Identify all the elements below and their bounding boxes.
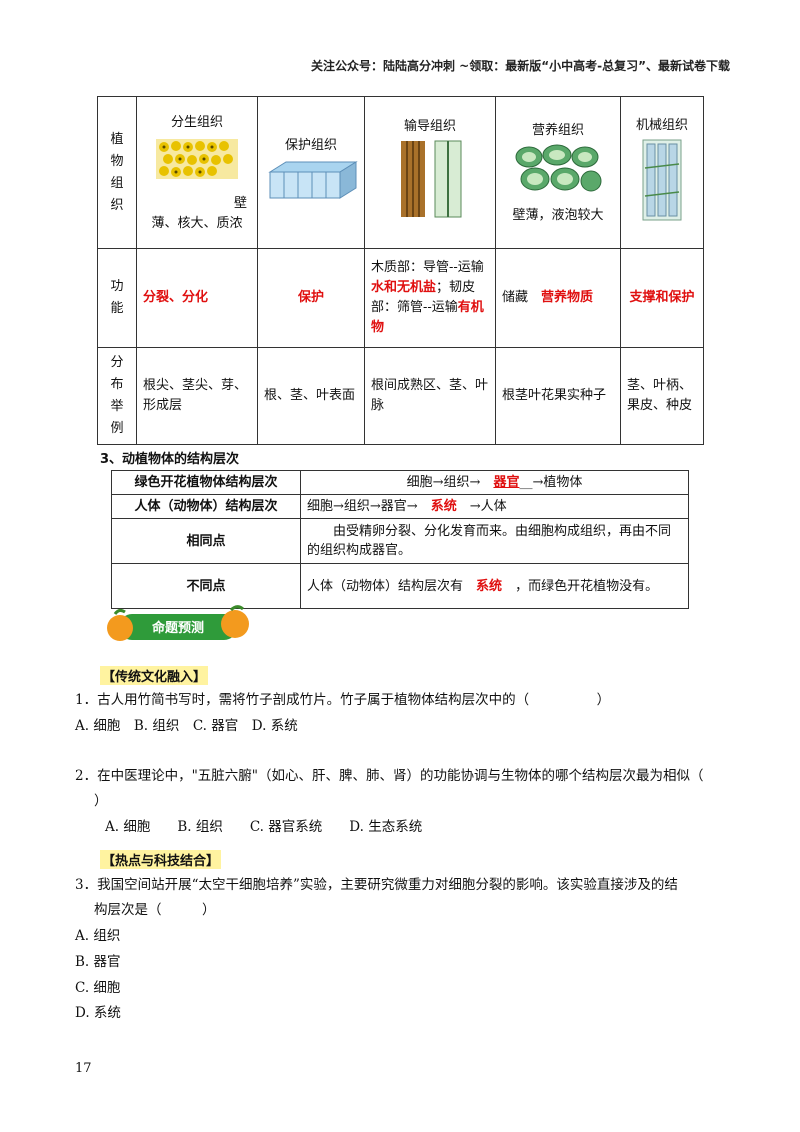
row-label-function: 功能 — [97, 248, 137, 348]
conducting-title: 输导组织 — [403, 119, 456, 134]
protective-title: 保护组织 — [284, 138, 337, 153]
level-row-animal: 人体（动物体）结构层次 细胞→组织→器官→ 系统 →人体 — [111, 494, 689, 519]
level-row-plant: 绿色开花植物体结构层次 细胞→组织→ 器官__→植物体 — [111, 470, 689, 495]
page-number: 17 — [75, 1061, 92, 1076]
question-3-option-d: D. 系统 — [75, 1005, 121, 1021]
mechanical-image — [642, 139, 682, 221]
nutritive-desc: 壁薄，液泡较大 — [512, 208, 604, 223]
level-value-plant: 细胞→组织→ 器官__→植物体 — [300, 470, 689, 495]
conducting-function: 木质部：导管--运输水和无机盐；韧皮部：筛管--运输有机物 — [364, 248, 496, 348]
question-3-stem-end: 构层次是（ ） — [94, 902, 216, 918]
section-label-tech: 【热点与科技结合】 — [100, 850, 222, 869]
tissue-image-row: 植物组织 分生组织 壁 薄、核大、质浓 保护组织 — [97, 96, 704, 249]
question-2-stem: 2．在中医理论中，"五脏六腑"（如心、肝、脾、肺、肾）的功能协调与生物体的哪个结… — [75, 768, 704, 784]
question-3-option-a: A. 组织 — [75, 928, 121, 944]
section3-title: 3、动植物体的结构层次 — [100, 452, 240, 467]
tissue-distribution-row: 分布举例 根尖、茎尖、芽、形成层 根、茎、叶表面 根间成熟区、茎、叶脉 根茎叶花… — [97, 347, 704, 445]
tissue-function-row: 功能 分裂、分化 保护 木质部：导管--运输水和无机盐；韧皮部：筛管--运输有机… — [97, 248, 704, 348]
protective-function: 保护 — [257, 248, 365, 348]
question-3-stem: 3．我国空间站开展“太空干细胞培养”实验，主要研究微重力对细胞分裂的影响。该实验… — [75, 877, 678, 893]
structure-level-table: 绿色开花植物体结构层次 细胞→组织→ 器官__→植物体 人体（动物体）结构层次 … — [111, 470, 689, 609]
mechanical-function: 支撑和保护 — [620, 248, 704, 348]
meristem-desc-b: 薄、核大、质浓 — [151, 216, 243, 231]
nutritive-cell: 营养组织 壁薄，液泡较大 — [495, 96, 621, 249]
meristem-title: 分生组织 — [170, 115, 223, 130]
row-label-distribution: 分布举例 — [97, 347, 137, 445]
level-row-diff: 不同点 人体（动物体）结构层次有 系统 ，而绿色开花植物没有。 — [111, 563, 689, 609]
nutritive-image — [515, 144, 602, 192]
meristem-image — [156, 139, 238, 179]
question-3-option-c: C. 细胞 — [75, 980, 121, 996]
mechanical-title: 机械组织 — [635, 118, 688, 133]
protective-cell: 保护组织 — [257, 96, 365, 249]
plant-tissue-table: 植物组织 分生组织 壁 薄、核大、质浓 保护组织 — [97, 96, 704, 445]
row-label-plant-tissue: 植物组织 — [97, 96, 137, 249]
mechanical-distribution: 茎、叶柄、果皮、种皮 — [620, 347, 704, 445]
mechanical-cell: 机械组织 — [620, 96, 704, 249]
meristem-desc-a: 壁 — [233, 196, 247, 211]
level-label-same: 相同点 — [111, 518, 301, 564]
prediction-banner: 命题预测 — [107, 605, 249, 641]
meristem-distribution: 根尖、茎尖、芽、形成层 — [136, 347, 258, 445]
protective-distribution: 根、茎、叶表面 — [257, 347, 365, 445]
nutritive-function: 储藏 营养物质 — [495, 248, 621, 348]
question-3-option-b: B. 器官 — [75, 954, 121, 970]
protective-image — [268, 161, 358, 199]
level-label-diff: 不同点 — [111, 563, 301, 609]
question-1-stem: 1．古人用竹简书写时，需将竹子剖成竹片。竹子属于植物体结构层次中的（ ） — [75, 692, 611, 708]
level-label-animal: 人体（动物体）结构层次 — [111, 494, 301, 519]
level-value-diff: 人体（动物体）结构层次有 系统 ，而绿色开花植物没有。 — [300, 563, 689, 609]
question-1-options: A. 细胞 B. 组织 C. 器官 D. 系统 — [75, 718, 298, 734]
meristem-cell: 分生组织 壁 薄、核大、质浓 — [136, 96, 258, 249]
question-2-stem-end: ） — [94, 793, 108, 809]
header-note: 关注公众号：陆陆高分冲刺 ~领取：最新版“小中高考-总复习”、最新试卷下载 — [311, 59, 730, 73]
level-value-same: 由受精卵分裂、分化发育而来。由细胞构成组织，再由不同的组织构成器官。 — [300, 518, 689, 564]
nutritive-distribution: 根茎叶花果实种子 — [495, 347, 621, 445]
level-value-animal: 细胞→组织→器官→ 系统 →人体 — [300, 494, 689, 519]
banner-label: 命题预测 — [151, 620, 204, 636]
level-label-plant: 绿色开花植物体结构层次 — [111, 470, 301, 495]
conducting-distribution: 根间成熟区、茎、叶脉 — [364, 347, 496, 445]
question-2-options: A. 细胞 B. 组织 C. 器官系统 D. 生态系统 — [105, 819, 423, 835]
nutritive-title: 营养组织 — [531, 123, 584, 138]
meristem-function: 分裂、分化 — [136, 248, 258, 348]
section-label-culture: 【传统文化融入】 — [100, 666, 209, 685]
conducting-cell: 输导组织 — [364, 96, 496, 249]
conducting-image — [401, 140, 462, 218]
level-row-same: 相同点 由受精卵分裂、分化发育而来。由细胞构成组织，再由不同的组织构成器官。 — [111, 518, 689, 564]
